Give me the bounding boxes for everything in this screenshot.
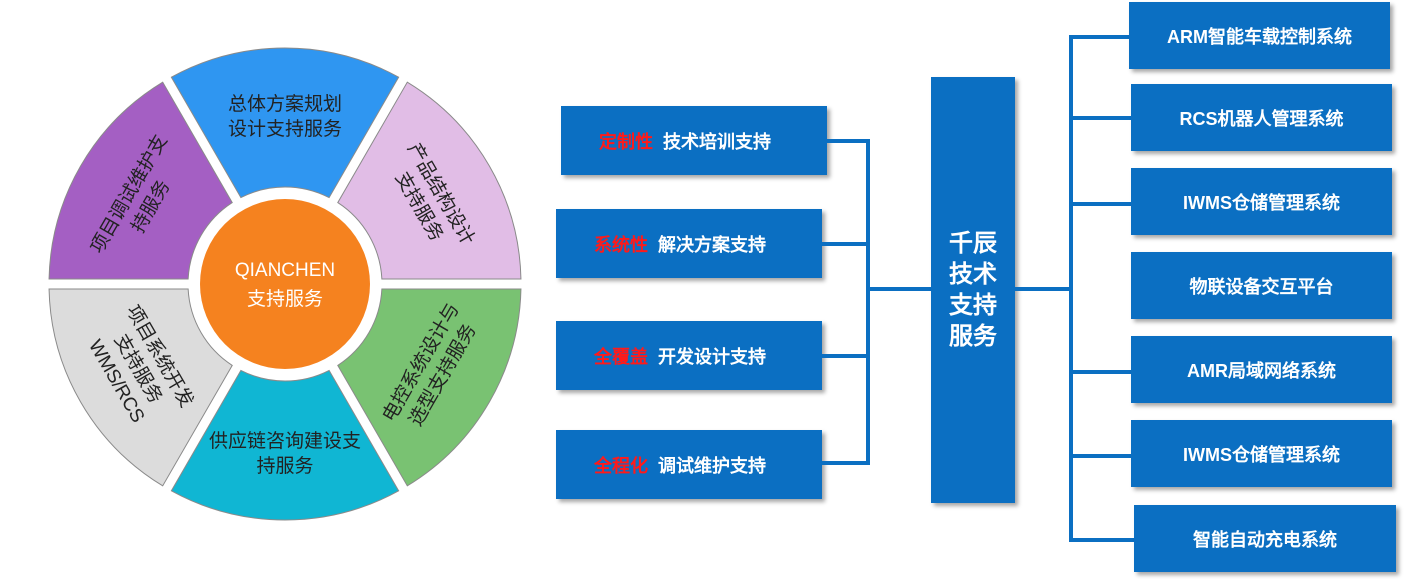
connector-line bbox=[866, 287, 932, 291]
support-label: 解决方案支持 bbox=[658, 234, 766, 255]
support-box-training: 定制性 技术培训支持 bbox=[561, 106, 827, 175]
support-box-development: 全覆盖 开发设计支持 bbox=[556, 321, 822, 390]
wheel-center-label-2: 支持服务 bbox=[247, 288, 323, 310]
system-label: IWMS仓储管理系统 bbox=[1183, 192, 1340, 213]
connector-line bbox=[1069, 202, 1132, 206]
wheel-segment-label: 供应链咨询建设支持服务 bbox=[209, 430, 361, 477]
support-keyword: 全覆盖 bbox=[594, 346, 648, 367]
system-label: AMR局域网络系统 bbox=[1187, 360, 1336, 381]
wheel-segment bbox=[170, 369, 400, 521]
connector-line bbox=[1069, 116, 1132, 120]
wheel-segment-label: 总体方案规划设计支持服务 bbox=[228, 93, 342, 140]
wheel-segment bbox=[337, 81, 522, 280]
center-label-line: 服务 bbox=[949, 323, 997, 350]
wheel-center-label-1: QIANCHEN bbox=[235, 260, 335, 281]
wheel-center bbox=[200, 199, 370, 369]
connector-line bbox=[1069, 35, 1073, 542]
system-box-iwms: IWMS仓储管理系统 bbox=[1131, 168, 1392, 235]
connector-line bbox=[822, 354, 869, 358]
support-label: 技术培训支持 bbox=[663, 131, 771, 152]
connector-line bbox=[1069, 538, 1136, 542]
system-label: 智能自动充电系统 bbox=[1193, 529, 1337, 550]
wheel-segment bbox=[48, 81, 233, 280]
system-box-rcs: RCS机器人管理系统 bbox=[1131, 84, 1392, 151]
connector-line bbox=[1069, 35, 1130, 39]
wheel-segment-label-line: 总体方案规划 bbox=[228, 93, 342, 115]
support-box-solution: 系统性 解决方案支持 bbox=[556, 209, 822, 278]
wheel-segment bbox=[170, 47, 400, 199]
center-label-line: 千辰 bbox=[949, 230, 997, 257]
connector-line bbox=[1069, 454, 1132, 458]
support-keyword: 全程化 bbox=[594, 455, 648, 476]
wheel-segment-label-line: 持服务 bbox=[256, 455, 313, 477]
connector-line bbox=[1015, 287, 1072, 291]
support-label: 开发设计支持 bbox=[658, 346, 766, 367]
system-label: 物联设备交互平台 bbox=[1189, 276, 1334, 297]
service-wheel: 总体方案规划设计支持服务产品结构设计支持服务电控系统设计与选型支持服务供应链咨询… bbox=[48, 47, 522, 521]
center-label-line: 支持 bbox=[949, 292, 997, 319]
system-label: RCS机器人管理系统 bbox=[1179, 108, 1344, 129]
wheel-segment bbox=[48, 288, 233, 487]
connector-line bbox=[1069, 370, 1132, 374]
wheel-segment-label-line: 设计支持服务 bbox=[228, 118, 342, 140]
system-box-charging: 智能自动充电系统 bbox=[1134, 505, 1396, 572]
connector-line bbox=[866, 139, 870, 465]
center-label-line: 技术 bbox=[949, 261, 997, 288]
system-box-iwms-2: IWMS仓储管理系统 bbox=[1131, 420, 1392, 487]
system-label: ARM智能车载控制系统 bbox=[1167, 26, 1352, 47]
center-service-box: 千辰 技术 支持 服务 bbox=[931, 77, 1015, 503]
wheel-segment-label-line: 供应链咨询建设支 bbox=[209, 430, 361, 452]
support-keyword: 定制性 bbox=[599, 131, 653, 152]
system-label: IWMS仓储管理系统 bbox=[1183, 444, 1340, 465]
system-box-arm: ARM智能车载控制系统 bbox=[1129, 2, 1390, 69]
support-keyword: 系统性 bbox=[594, 234, 648, 255]
connector-line bbox=[822, 242, 869, 246]
system-box-amr: AMR局域网络系统 bbox=[1131, 336, 1392, 403]
connector-line bbox=[822, 461, 869, 465]
connector-line bbox=[827, 139, 869, 143]
support-label: 调试维护支持 bbox=[658, 455, 766, 476]
support-box-maintenance: 全程化 调试维护支持 bbox=[556, 430, 822, 499]
wheel-segment bbox=[337, 288, 522, 487]
system-box-iot: 物联设备交互平台 bbox=[1131, 252, 1392, 319]
